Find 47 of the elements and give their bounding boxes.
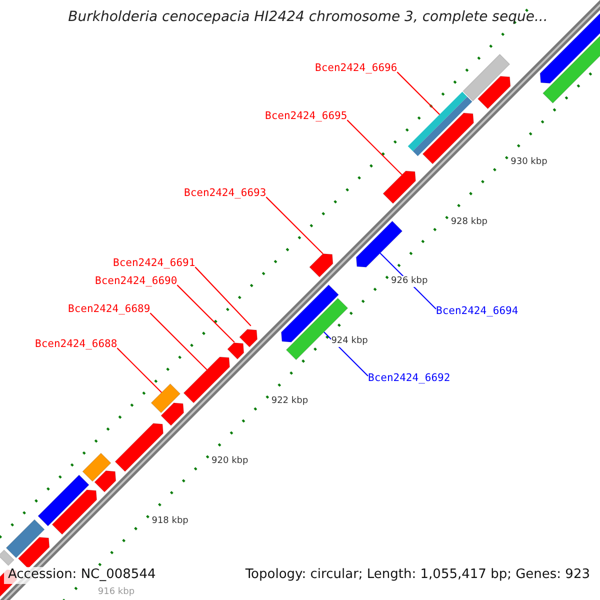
gene-feature	[6, 519, 45, 558]
gene-feature	[239, 329, 258, 348]
scale-label: 922 kbp	[271, 396, 308, 406]
leader-line	[194, 266, 252, 326]
gene-feature	[150, 383, 181, 414]
gene-feature	[382, 170, 416, 204]
gene-label: Bcen2424_6694	[436, 305, 518, 318]
scale-label: 930 kbp	[510, 156, 548, 168]
map-title: Burkholderia cenocepacia HI2424 chromosome 3, complete seque...	[67, 9, 549, 26]
scale-label: 928 kbp	[450, 216, 488, 227]
gene-feature	[422, 112, 474, 164]
scale-label: 920 kbp	[212, 456, 248, 466]
scale-label: 916 kbp	[98, 587, 135, 598]
gene-feature	[462, 54, 510, 102]
gene-feature	[227, 342, 244, 360]
leader-line	[266, 196, 324, 254]
gene-feature	[52, 490, 98, 535]
gene-feature	[477, 76, 511, 110]
gene-label: Bcen2424_6688	[35, 338, 118, 350]
scale-label: 924 kbp	[331, 336, 368, 347]
gene-feature	[82, 452, 112, 482]
gene-label: Bcen2424_6695	[265, 110, 348, 122]
leader-line	[346, 120, 402, 176]
leader-line	[324, 332, 368, 376]
gene-feature	[38, 474, 90, 526]
gene-label: Bcen2424_6689	[68, 303, 150, 316]
leader-line	[116, 348, 162, 393]
leader-line	[150, 312, 208, 370]
gene-label: Bcen2424_6692	[368, 372, 450, 384]
gene-label: Bcen2424_6690	[95, 275, 178, 288]
gene-feature	[114, 423, 164, 472]
scale-label: 926 kbp	[391, 276, 428, 287]
leader-line	[176, 284, 235, 343]
gene-label: Bcen2424_6693	[184, 187, 266, 200]
gene-feature	[160, 402, 184, 426]
gene-feature	[0, 550, 14, 566]
gene-feature	[183, 356, 230, 404]
leader-line	[396, 72, 440, 115]
gene-feature	[408, 92, 472, 156]
gene-feature	[94, 470, 116, 492]
gene-feature	[309, 253, 334, 278]
gene-feature	[356, 220, 403, 268]
scale-label: 918 kbp	[152, 516, 188, 526]
gene-label: Bcen2424_6696	[315, 62, 398, 74]
gene-label: Bcen2424_6691	[113, 257, 196, 270]
gene-feature	[286, 298, 348, 360]
gene-feature	[18, 536, 50, 569]
